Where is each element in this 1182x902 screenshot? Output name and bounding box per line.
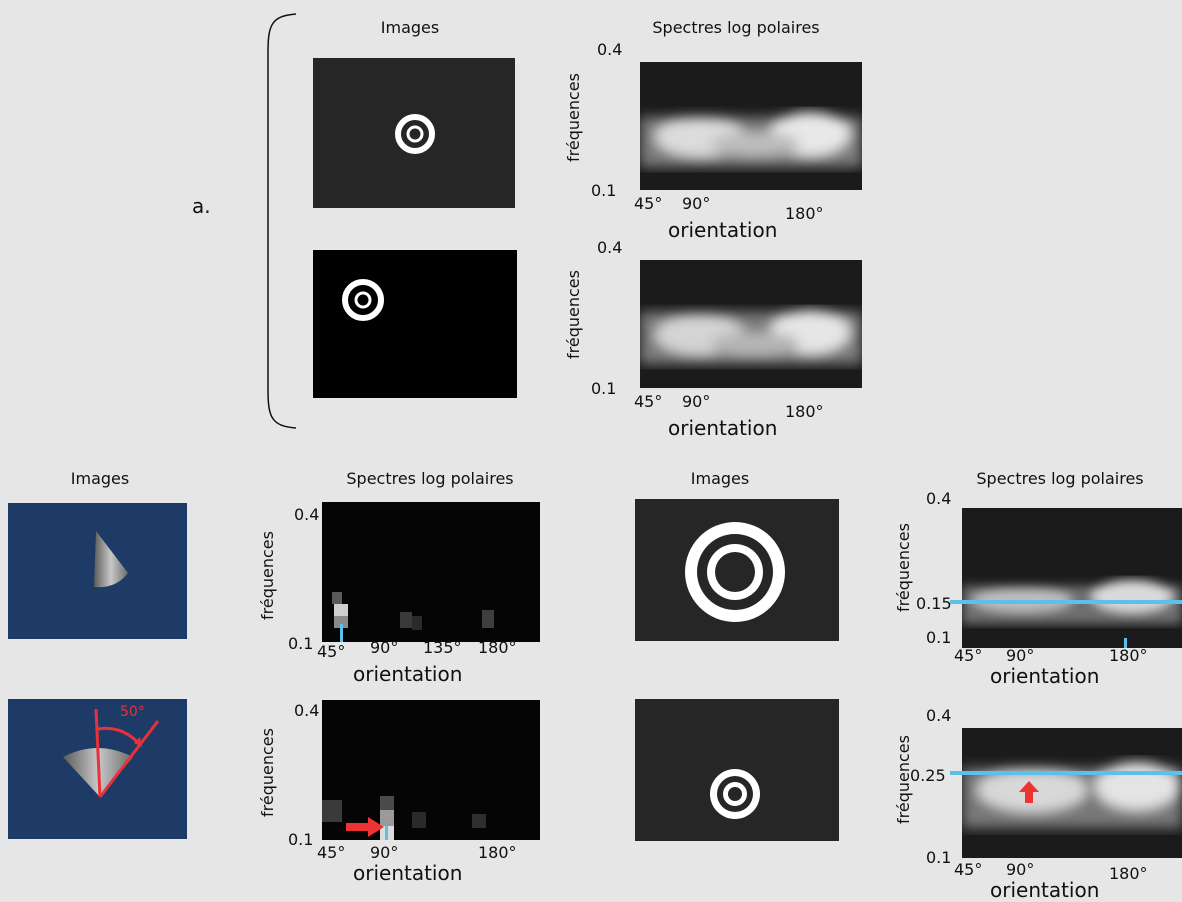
ring-large	[685, 522, 785, 622]
ytick-top: 0.4	[597, 40, 623, 59]
ring-small-centered	[395, 114, 435, 154]
xtick-180: 180°	[785, 402, 824, 421]
highlight-label-025: 0.25	[910, 766, 946, 785]
red-arrow-right-icon	[346, 817, 384, 837]
ring-small-offset	[342, 279, 384, 321]
spectrum-heatmap-cone	[332, 592, 494, 630]
highlight-90-marker	[385, 826, 388, 840]
xtick-180: 180°	[785, 204, 824, 223]
ring-small	[710, 769, 760, 819]
x-axis-label: orientation	[668, 416, 778, 440]
ytick-top: 0.4	[926, 489, 952, 508]
ytick-top: 0.4	[597, 238, 623, 257]
y-axis-label: fréquences	[894, 523, 913, 612]
spectrum-panel-cone	[322, 502, 540, 642]
grouping-bracket	[267, 13, 297, 429]
image-ring-centered	[313, 58, 515, 208]
x-axis-label: orientation	[990, 664, 1100, 688]
xtick-45: 45°	[954, 860, 983, 879]
spectrum-heatmap-ring-small	[962, 762, 1182, 828]
header-spectra-ring: Spectres log polaires	[976, 469, 1144, 488]
x-axis-label: orientation	[990, 878, 1100, 902]
xtick-90: 90°	[1006, 860, 1035, 879]
y-axis-label: fréquences	[258, 728, 277, 817]
xtick-180: 180°	[478, 843, 517, 862]
ytick-bottom: 0.1	[591, 379, 617, 398]
part-label: a.	[192, 194, 211, 218]
xtick-45: 45°	[317, 642, 346, 661]
spectrum-panel-cone-rotated	[322, 700, 540, 840]
xtick-180: 180°	[1109, 646, 1148, 665]
highlight-45-marker	[340, 624, 343, 642]
x-axis-label: orientation	[353, 861, 463, 885]
spectrum-heatmap-ring-large	[962, 580, 1182, 624]
spectrum-panel-ring-large	[962, 508, 1182, 648]
header-spectra-a: Spectres log polaires	[652, 18, 820, 37]
x-axis-label: orientation	[353, 662, 463, 686]
xtick-90: 90°	[682, 392, 711, 411]
x-axis-label: orientation	[668, 218, 778, 242]
cone-shape	[94, 531, 128, 588]
ytick-top: 0.4	[294, 505, 320, 524]
xtick-45: 45°	[317, 843, 346, 862]
ytick-bottom: 0.1	[926, 848, 952, 867]
y-axis-label: fréquences	[564, 73, 583, 162]
cone-shape-rotated	[63, 708, 160, 798]
spectrum-heatmap	[640, 310, 862, 364]
image-ring-large	[635, 499, 839, 641]
ytick-top: 0.4	[926, 706, 952, 725]
cone-angle-label: 50°	[120, 704, 145, 720]
xtick-45: 45°	[954, 646, 983, 665]
ytick-bottom: 0.1	[288, 830, 314, 849]
header-images-ring: Images	[690, 469, 750, 488]
xtick-180: 180°	[1109, 864, 1148, 883]
header-images-cone: Images	[70, 469, 130, 488]
highlight-line-015	[950, 600, 1182, 604]
xtick-90: 90°	[1006, 646, 1035, 665]
xtick-45: 45°	[634, 392, 663, 411]
xtick-180: 180°	[478, 638, 517, 657]
xtick-45: 45°	[634, 194, 663, 213]
y-axis-label: fréquences	[258, 531, 277, 620]
spectrum-panel	[640, 260, 862, 388]
xtick-90: 90°	[370, 843, 399, 862]
spectrum-heatmap	[640, 112, 862, 167]
xtick-90: 90°	[370, 638, 399, 657]
ytick-bottom: 0.1	[288, 634, 314, 653]
image-cone-rotated	[8, 699, 187, 839]
highlight-180-marker	[1124, 638, 1127, 648]
spectrum-panel-ring-small	[962, 728, 1182, 858]
ytick-bottom: 0.1	[926, 628, 952, 647]
image-cone-upright	[8, 503, 187, 639]
highlight-line-025	[950, 771, 1182, 775]
xtick-90: 90°	[682, 194, 711, 213]
image-ring-small	[635, 699, 839, 841]
spectrum-panel	[640, 62, 862, 190]
ytick-bottom: 0.1	[591, 181, 617, 200]
header-images-a: Images	[380, 18, 440, 37]
image-ring-offset	[313, 250, 517, 398]
highlight-label-015: 0.15	[916, 594, 952, 613]
red-arrow-up-icon	[1019, 781, 1039, 803]
xtick-135: 135°	[423, 638, 462, 657]
header-spectra-cone: Spectres log polaires	[346, 469, 514, 488]
y-axis-label: fréquences	[564, 270, 583, 359]
ytick-top: 0.4	[294, 701, 320, 720]
